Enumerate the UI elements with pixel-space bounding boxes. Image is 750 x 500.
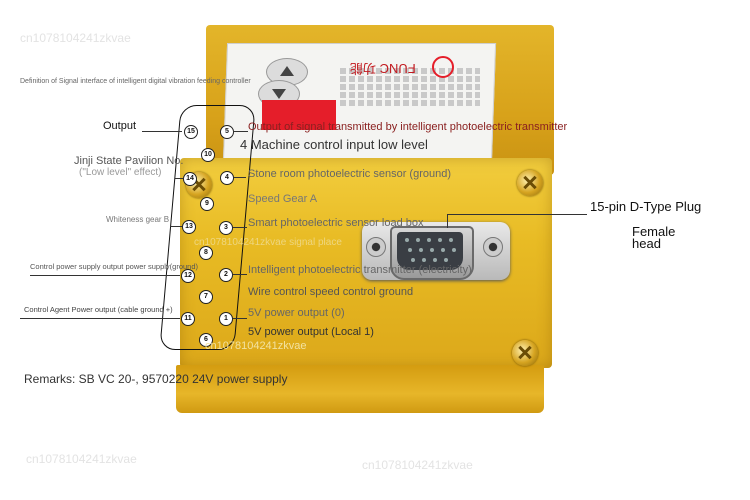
pin-11: 11 — [181, 312, 195, 326]
pin-8: 8 — [199, 246, 213, 260]
pin-7: 7 — [199, 290, 213, 304]
leader-line — [170, 226, 182, 227]
leader-line — [447, 214, 587, 215]
leader-line — [233, 318, 247, 319]
pin-9: 9 — [200, 197, 214, 211]
watermark: cn1078104241zkvae — [20, 31, 131, 45]
watermark: cn1078104241zkvae — [205, 340, 307, 352]
leader-line — [30, 275, 180, 276]
plug-female-line1: Female — [632, 224, 676, 239]
leader-line — [20, 318, 180, 319]
label-machine-control: 4 Machine control input low level — [240, 137, 428, 152]
label-pin7: Wire control speed control ground — [248, 286, 414, 298]
watermark: cn1078104241zkvae signal place — [194, 237, 342, 248]
pin-1: 1 — [219, 312, 233, 326]
pin-5: 5 — [220, 125, 234, 139]
label-output: Output — [103, 120, 137, 132]
leader-line — [233, 227, 247, 228]
up-arrow-icon — [280, 66, 294, 76]
pin-13: 13 — [182, 220, 196, 234]
device-base — [176, 365, 544, 413]
pin-15: 15 — [184, 125, 198, 139]
dsub-connector — [397, 232, 463, 270]
leader-line — [175, 178, 183, 179]
label-jinji: Jinji State Pavilion No. — [74, 155, 184, 167]
label-agent-power: Control Agent Power output (cable ground… — [24, 305, 173, 314]
screw-icon — [512, 340, 538, 366]
label-whiteness-gear: Whiteness gear B — [106, 215, 170, 224]
watermark: cn1078104241zkvae — [362, 458, 473, 472]
pin-14: 14 — [183, 172, 197, 186]
pin-10: 10 — [201, 148, 215, 162]
label-pin1: 5V power output (0) — [248, 307, 345, 319]
power-icon — [432, 56, 454, 78]
label-low-level-effect: ("Low level" effect) — [79, 167, 162, 178]
leader-line — [234, 177, 246, 178]
func-label: FUNC 功能 — [350, 61, 416, 76]
label-pin4: Stone room photoelectric sensor (ground) — [248, 168, 451, 180]
leader-line — [234, 131, 248, 132]
hex-nut-icon — [366, 237, 386, 257]
hex-nut-icon — [483, 237, 503, 257]
plug-female-line2: head — [632, 236, 661, 251]
panel-text-rows — [340, 66, 480, 124]
pin-2: 2 — [219, 268, 233, 282]
watermark: cn1078104241zkvae — [26, 452, 137, 466]
leader-line — [447, 214, 448, 228]
display-window — [262, 100, 336, 130]
pin-6: 6 — [199, 333, 213, 347]
label-control-supply: Control power supply output power supply… — [30, 262, 199, 271]
pin-4: 4 — [220, 171, 234, 185]
label-pin2: Intelligent photoelectric transmitter (e… — [248, 264, 472, 276]
label-pin3: Smart photoelectric sensor load box — [248, 217, 424, 229]
plug-title: 15-pin D-Type Plug — [590, 199, 702, 214]
screw-icon — [517, 170, 543, 196]
header-note: Definition of Signal interface of intell… — [20, 78, 251, 85]
pin-12: 12 — [181, 269, 195, 283]
label-pin5: Output of signal transmitted by intellig… — [248, 121, 568, 133]
leader-line — [233, 274, 247, 275]
label-pin6: 5V power output (Local 1) — [248, 326, 374, 338]
remarks-text: Remarks: SB VC 20-, 9570220 24V power su… — [24, 372, 288, 386]
label-pin9: Speed Gear A — [248, 193, 318, 205]
leader-line — [142, 131, 182, 132]
pin-3: 3 — [219, 221, 233, 235]
down-arrow-icon — [272, 89, 286, 99]
